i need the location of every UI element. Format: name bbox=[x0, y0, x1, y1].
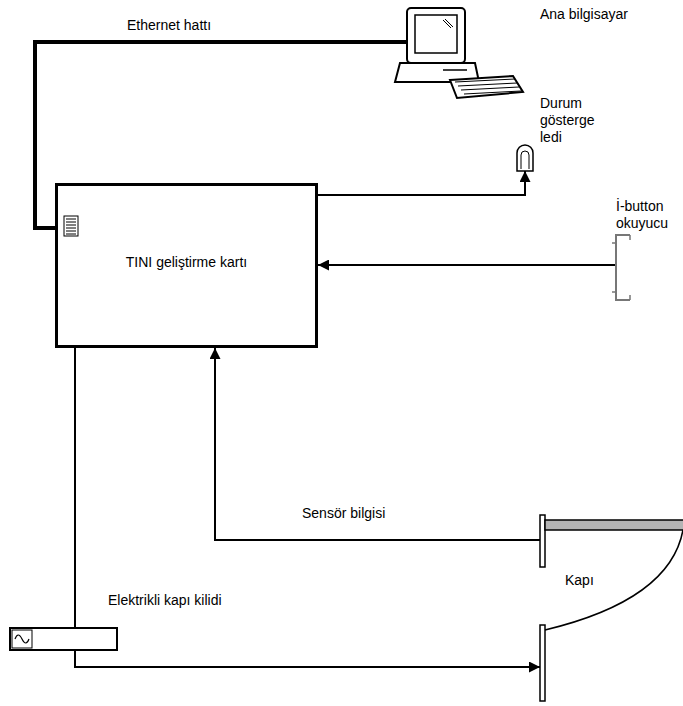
connector bbox=[215, 348, 540, 540]
key-row bbox=[461, 87, 519, 90]
node-illustration bbox=[580, 198, 640, 308]
tini-board: TINI geliştirme kartı bbox=[55, 183, 318, 348]
node-illustration bbox=[505, 95, 545, 187]
door-leaf bbox=[545, 520, 683, 530]
electric-lock: Elektrikli kapı kilidi bbox=[8, 592, 258, 654]
node-illustration bbox=[540, 505, 683, 706]
jack-stripe bbox=[66, 219, 76, 220]
reader-bracket bbox=[616, 235, 630, 300]
glare bbox=[445, 19, 453, 27]
node-label: Elektrikli kapı kilidi bbox=[108, 592, 222, 609]
jack-stripe bbox=[66, 225, 76, 226]
connector bbox=[75, 650, 540, 667]
node-illustration bbox=[395, 0, 530, 100]
drive-slot bbox=[443, 69, 467, 71]
key-row bbox=[458, 83, 517, 86]
status-led: Durum gösterge ledi bbox=[505, 95, 625, 187]
door-swing bbox=[545, 530, 683, 630]
host-computer: Ana bilgisayar bbox=[395, 0, 681, 100]
jack-stripe bbox=[66, 234, 76, 235]
edge-label: Sensör bilgisi bbox=[300, 505, 387, 522]
key-row bbox=[455, 79, 515, 82]
lock-coil bbox=[12, 630, 32, 648]
lock-body bbox=[10, 628, 117, 650]
ac-symbol bbox=[15, 635, 29, 643]
edge-label: Ethernet hattı bbox=[125, 17, 213, 34]
led-body bbox=[517, 145, 533, 171]
node-label: Kapı bbox=[565, 572, 594, 589]
icon-part bbox=[455, 79, 521, 94]
connector bbox=[318, 264, 616, 266]
reader-tab bbox=[612, 235, 630, 300]
jack-stripe bbox=[66, 222, 76, 223]
node-illustration bbox=[58, 186, 88, 246]
connector bbox=[74, 348, 76, 628]
key-row bbox=[464, 91, 521, 94]
door-frame bbox=[540, 625, 545, 701]
led-inner bbox=[521, 151, 529, 169]
connector bbox=[318, 171, 525, 195]
icon-part bbox=[66, 219, 76, 234]
ethernet-jack bbox=[64, 216, 78, 236]
screen bbox=[415, 15, 457, 53]
monitor bbox=[407, 8, 465, 63]
ibutton-reader: İ-button okuyucu bbox=[580, 198, 682, 308]
node-label: Ana bilgisayar bbox=[540, 6, 628, 23]
jack-stripe bbox=[66, 231, 76, 232]
door: Kapı bbox=[540, 505, 683, 706]
jack-stripe bbox=[66, 228, 76, 229]
node-label: TINI geliştirme kartı bbox=[58, 254, 315, 271]
edge-label-holder: Sensör bilgisi bbox=[300, 505, 387, 522]
node-label: Durum gösterge ledi bbox=[540, 95, 612, 146]
node-label: İ-button okuyucu bbox=[616, 198, 680, 232]
keyboard bbox=[450, 76, 523, 98]
edge-label-holder: Ethernet hattı bbox=[125, 17, 213, 34]
node-illustration bbox=[8, 592, 123, 654]
